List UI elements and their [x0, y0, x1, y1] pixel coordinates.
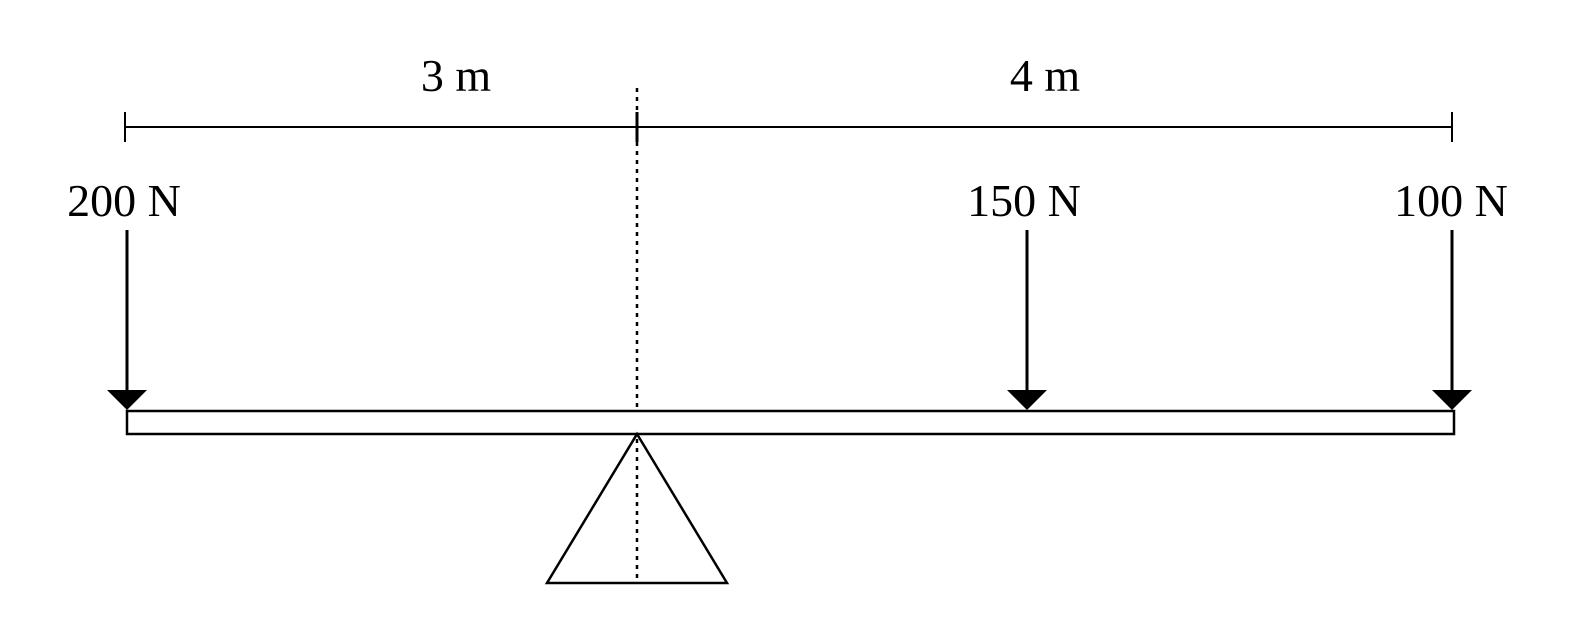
force-arrow-left: [107, 230, 147, 410]
force-arrow-right: [1432, 230, 1472, 410]
dimension-label-right: 4 m: [1010, 50, 1081, 101]
fulcrum-triangle: [544, 431, 730, 585]
force-label-right: 100 N: [1394, 175, 1508, 226]
dimension-line: [124, 112, 1453, 142]
force-arrow-middle: [1007, 230, 1047, 410]
force-label-middle: 150 N: [967, 175, 1081, 226]
dimension-label-left: 3 m: [421, 50, 492, 101]
force-label-left: 200 N: [67, 175, 181, 226]
beam: [125, 409, 1456, 436]
